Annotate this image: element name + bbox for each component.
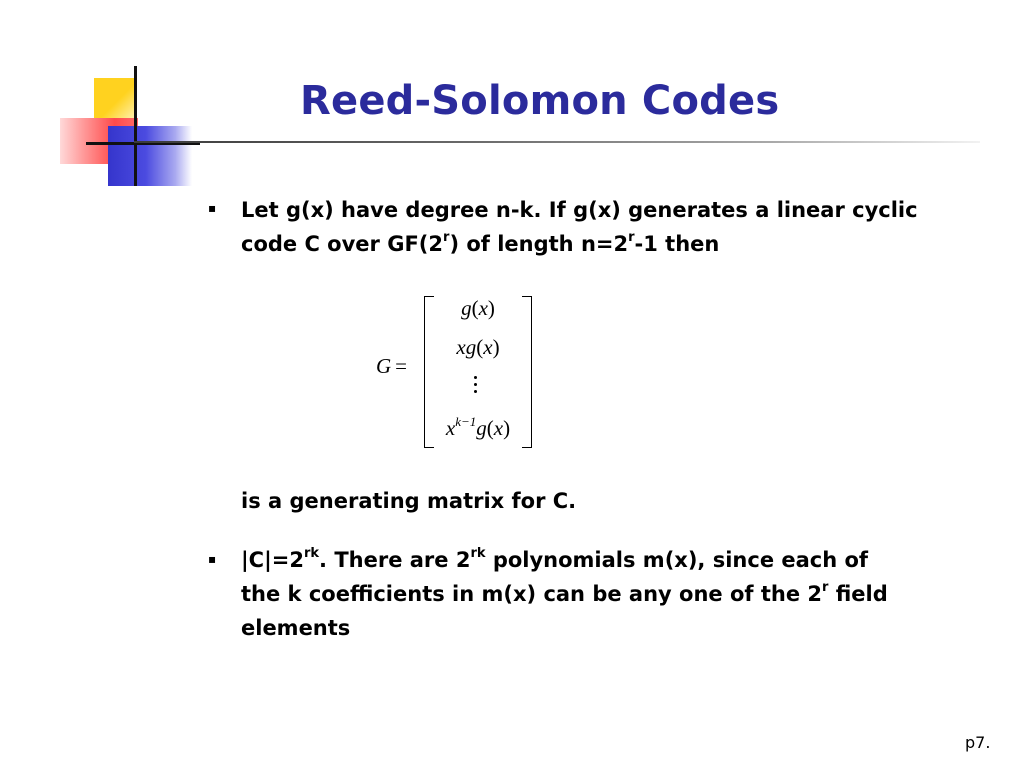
bullet-2-line-2-sup: r [822, 580, 829, 595]
bullet-2-line-1-text-a: |C|=2 [241, 548, 304, 572]
bullet-1-line-2-text-b: ) of length n=2 [449, 232, 629, 256]
bullet-1-line-2-sup-1: r [443, 230, 450, 245]
matrix-row-4-pre: g [476, 416, 487, 440]
matrix-row-4-var: x [493, 416, 504, 440]
bullet-1-line-2-sup-2: r [628, 230, 635, 245]
matrix-row-4-open: ( [486, 416, 494, 440]
matrix-vertical-dots [472, 376, 478, 397]
bullet-2-line-1: |C|=2rk. There are 2rk polynomials m(x),… [241, 543, 868, 577]
bullet-2-line-1-sup-2: rk [470, 546, 486, 561]
logo-horizontal-line [86, 142, 200, 145]
bullet-2-line-1-text-c: polynomials m(x), since each of [485, 548, 869, 572]
bullet-marker-icon: ▪ [208, 201, 217, 215]
logo-blue-square [108, 126, 192, 186]
bullet-marker-icon: ▪ [208, 552, 217, 566]
matrix-row-4-exponent: k−1 [455, 414, 477, 429]
matrix-lhs-symbol: G [376, 354, 392, 378]
bullet-1-line-2-text-c: -1 then [634, 232, 720, 256]
logo-vertical-line [134, 66, 137, 186]
matrix-row-2-var: x [483, 335, 493, 359]
matrix-left-bracket [424, 296, 434, 448]
matrix-row-4-base: x [445, 416, 456, 440]
matrix-equals: = [395, 354, 408, 378]
matrix-row-1-close: ) [487, 296, 495, 320]
logo-yellow-square [94, 78, 136, 120]
bullet-2-line-2-text-b: field [828, 582, 888, 606]
slide-logo [60, 66, 200, 192]
bullet-2-line-1-sup-1: rk [303, 546, 320, 561]
matrix-lhs: G= [376, 354, 407, 379]
matrix-row-1-pre: g [461, 296, 472, 320]
bullet-2-line-3: elements [241, 616, 351, 640]
matrix-row-4: xk−1g(x) [434, 414, 522, 441]
matrix-row-2-open: ( [476, 335, 484, 359]
matrix-row-4-close: ) [503, 416, 511, 440]
bullet-1-conclusion: is a generating matrix for C. [241, 489, 577, 513]
matrix-row-1-open: ( [471, 296, 479, 320]
matrix-row-2-close: ) [492, 335, 500, 359]
page-number: p7. [965, 733, 991, 752]
title-rule [134, 141, 980, 143]
bullet-2-line-2-text-a: the k coefficients in m(x) can be any on… [241, 582, 822, 606]
bullet-2-line-1-text-b: . There are 2 [319, 548, 471, 572]
matrix-row-1: g(x) [434, 296, 522, 321]
matrix-right-bracket [522, 296, 532, 448]
slide-title: Reed-Solomon Codes [300, 78, 780, 124]
matrix-row-2-pre: xg [456, 335, 477, 359]
generating-matrix: G= g(x) xg(x) xk−1g(x) [376, 290, 546, 450]
matrix-row-2: xg(x) [434, 335, 522, 360]
bullet-1-line-1-text: Let g(x) have degree n-k. If g(x) genera… [241, 198, 918, 222]
bullet-1-line-2: code C over GF(2r) of length n=2r-1 then [241, 227, 719, 261]
bullet-1-line-1: Let g(x) have degree n-k. If g(x) genera… [241, 193, 918, 227]
bullet-2-line-2: the k coefficients in m(x) can be any on… [241, 577, 888, 611]
bullet-1-line-2-text-a: code C over GF(2 [241, 232, 444, 256]
matrix-row-1-var: x [478, 296, 488, 320]
